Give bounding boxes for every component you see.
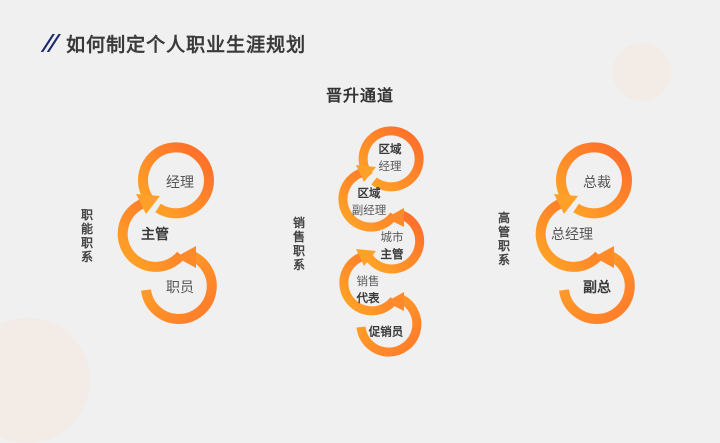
track-executive-arrows [535, 142, 635, 325]
arrow-head-icon [136, 194, 160, 214]
node-city-supervisor: 城市 主管 [380, 230, 404, 261]
node-regional-manager: 区域 经理 [378, 142, 402, 173]
node-regional-deputy-manager: 区域 副经理 [351, 186, 387, 217]
arrow-head-icon [386, 208, 404, 227]
track-label-sales: 销售职系 [292, 216, 305, 272]
arrow-head-icon [176, 246, 196, 268]
page-title: 如何制定个人职业生涯规划 [66, 34, 307, 56]
node-sales-rep: 销售 代表 [356, 274, 380, 305]
arc-manager [138, 142, 214, 219]
node-general-manager: 总经理 [551, 227, 593, 243]
node-manager: 经理 [166, 175, 194, 191]
arrow-head-icon [386, 292, 404, 311]
node-supervisor: 主管 [141, 227, 169, 243]
arrow-head-icon [356, 165, 376, 182]
arrow-head-icon [356, 249, 376, 266]
page-header: // 如何制定个人职业生涯规划 [42, 30, 307, 57]
decorative-circle-top-right [613, 43, 671, 101]
arc-supervisor [117, 198, 185, 272]
arrow-head-icon [554, 194, 578, 214]
arrow-head-icon [594, 246, 614, 268]
track-label-functional: 职能职系 [80, 208, 93, 264]
node-vice-president: 副总 [583, 280, 611, 296]
node-president: 总裁 [583, 175, 611, 191]
node-promoter: 促销员 [368, 324, 404, 339]
track-label-executive: 高管职系 [497, 211, 510, 267]
track-functional-arrows [117, 142, 217, 325]
promotion-diagram [117, 126, 635, 357]
arc-staff [141, 250, 217, 325]
node-staff: 职员 [166, 280, 194, 296]
section-subtitle: 晋升通道 [325, 86, 394, 105]
track-sales-arrows [338, 126, 425, 357]
